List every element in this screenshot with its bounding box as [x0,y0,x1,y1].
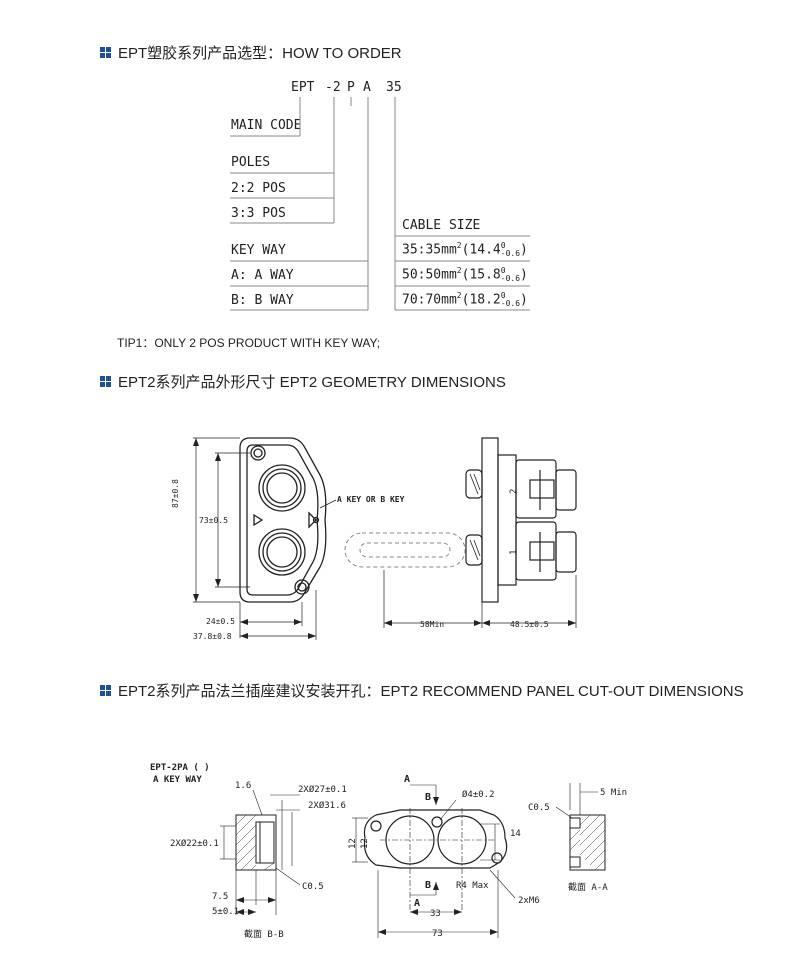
label-2-pos: 2:2 POS [231,181,286,196]
section-b-top: B [425,792,431,803]
label-cable-size: CABLE SIZE [402,218,481,233]
superscript: 2 [456,266,462,275]
square-bullet-icon [100,376,111,387]
dim-12-inner: 12 [360,838,370,849]
section-bb [235,814,277,871]
cable-dim: (15.8 [461,267,501,283]
section-bb-label: 截面 B-B [244,928,284,940]
superscript: 2 [456,291,462,300]
dim-7-5: 7.5 [212,892,228,902]
dim-58-min: 58Min [420,620,444,629]
cable-outline-dashed [344,532,466,568]
dim-2x-m6: 2xM6 [518,896,540,906]
dim-2x-31-6: 2XØ31.6 [308,800,346,811]
order-code-p: P [347,80,355,95]
label-a-way: A: A WAY [231,268,294,283]
dim-33: 33 [430,909,441,919]
cable-dim: (14.4 [461,242,501,258]
label-poles: POLES [231,155,271,170]
dim-1-6: 1.6 [235,781,251,791]
tip-note: TIP1：ONLY 2 POS PRODUCT WITH KEY WAY; [117,336,381,350]
section-title-text: EPT2系列产品外形尺寸 EPT2 GEOMETRY DIMENSIONS [118,374,506,391]
section-b-bottom: B [425,880,431,891]
dim-37-8: 37.8±0.8 [193,632,232,641]
dim-c0-5-left: C0.5 [302,882,324,892]
section-title-geometry: EPT2系列产品外形尺寸 EPT2 GEOMETRY DIMENSIONS [100,371,506,392]
section-title-panel-cutout: EPT2系列产品法兰插座建议安装开孔：EPT2 RECOMMEND PANEL … [100,680,744,701]
dim-r4-max: R4 Max [456,881,489,891]
label-b-way: B: B WAY [231,293,294,308]
dim-24: 24±0.5 [206,617,235,626]
tol-lower: -0.6 [500,298,521,308]
dim-48-5: 48.5±0.5 [510,620,549,629]
paren: ) [520,242,528,258]
order-code-cable: 35 [386,80,402,95]
pos-2-mark: 2 [509,489,519,494]
superscript: 2 [456,241,462,250]
section-title-text: EPT2系列产品法兰插座建议安装开孔：EPT2 RECOMMEND PANEL … [118,683,744,700]
dim-5: 5±0.1 [212,907,239,917]
front-view [239,437,327,603]
tol-lower: -0.6 [500,273,521,283]
dim-c0-5-right: C0.5 [528,803,550,813]
dim-5-min: 5 Min [600,788,627,798]
side-view [465,437,577,603]
cable-code: 50:50mm [402,267,457,283]
panel-cutout-view [363,809,508,869]
paren: ) [520,267,528,283]
section-title-text: EPT塑胶系列产品选型：HOW TO ORDER [118,45,402,62]
order-code-keyway: A [363,80,371,95]
section-aa [569,814,606,871]
dim-2x-22: 2XØ22±0.1 [170,838,219,849]
label-main-code: MAIN CODE [231,118,302,133]
section-a-top: A [404,774,410,785]
section-aa-label: 截面 A-A [568,881,608,893]
dim-d4: Ø4±0.2 [462,789,495,800]
label-3-pos: 3:3 POS [231,206,286,221]
section-a-bottom: A [414,898,420,909]
model-label: EPT-2PA ( ) [150,763,210,773]
tol-upper: 0 [500,290,506,300]
order-code-main: EPT [291,80,315,95]
cable-dim: (18.2 [461,292,501,308]
dim-87: 87±0.8 [171,479,180,508]
paren: ) [520,292,528,308]
square-bullet-icon [100,47,111,58]
key-label: A KEY OR B KEY [337,495,405,504]
dim-14: 14 [510,829,521,839]
dim-73-panel: 73 [432,929,443,939]
tol-lower: -0.6 [500,248,521,258]
dim-12-left: 12 [348,838,358,849]
order-code-poles: -2 [325,80,341,95]
square-bullet-icon [100,685,111,696]
dim-73: 73±0.5 [199,516,228,525]
pos-1-mark: 1 [509,550,519,555]
tol-upper: 0 [500,265,506,275]
section-title-how-to-order: EPT塑胶系列产品选型：HOW TO ORDER [100,42,402,63]
cable-code: 70:70mm [402,292,457,308]
tol-upper: 0 [500,240,506,250]
dim-2x-27: 2XØ27±0.1 [298,784,347,795]
label-key-way: KEY WAY [231,243,286,258]
keyway-label: A KEY WAY [153,775,202,785]
cable-code: 35:35mm [402,242,457,258]
